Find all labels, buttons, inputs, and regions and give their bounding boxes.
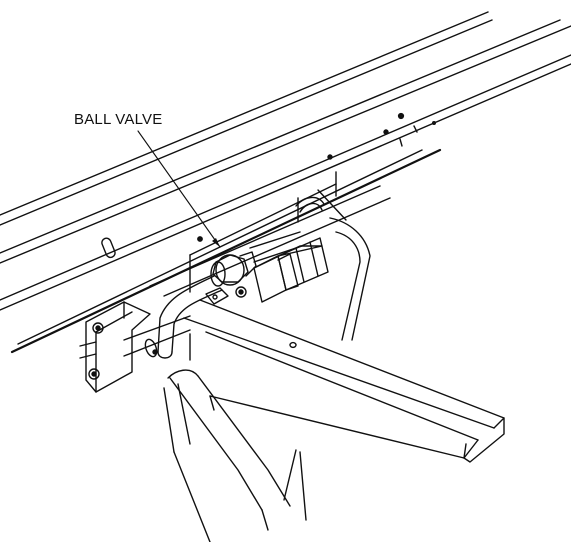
actuator-box — [253, 237, 329, 303]
ball-valve-callout: BALL VALVE — [74, 111, 221, 248]
lower-diagonal-pipe — [163, 369, 291, 542]
bent-pipe — [123, 275, 223, 359]
main-rail — [0, 11, 571, 354]
left-bracket — [79, 301, 151, 393]
callout-arrowhead — [212, 238, 220, 247]
ball-valve — [205, 231, 303, 305]
right-hook-pipe — [329, 217, 371, 341]
drain-channel — [183, 299, 505, 463]
support-plate — [189, 171, 337, 293]
callout-label: BALL VALVE — [74, 111, 162, 128]
callout-leader-line — [137, 130, 221, 248]
support-struts — [261, 449, 307, 531]
upper-pipe — [149, 185, 391, 297]
